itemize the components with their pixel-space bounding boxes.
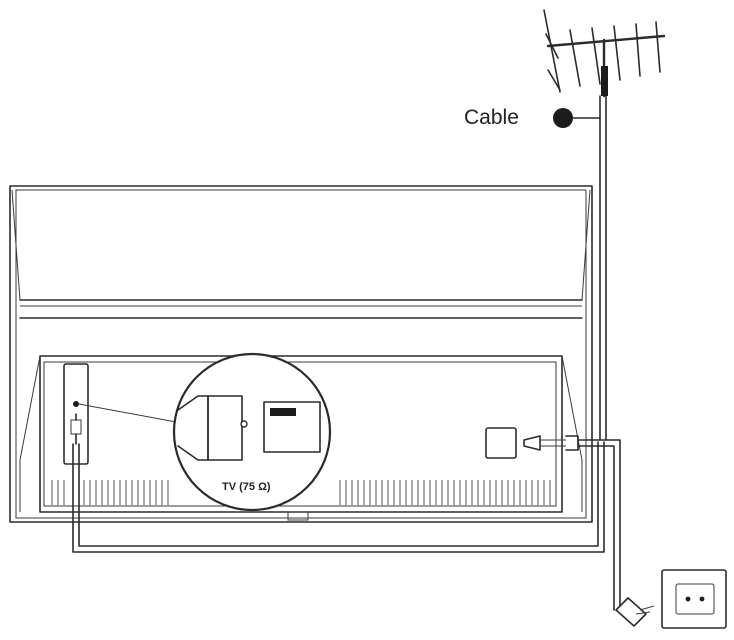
cable-label: Cable xyxy=(464,106,519,129)
magnified-port-view: TV (75 Ω) xyxy=(172,352,332,512)
wall-outlet-icon xyxy=(661,569,727,629)
coax-plug-icon xyxy=(70,413,82,445)
side-connector-panel xyxy=(63,363,89,465)
power-inlet xyxy=(485,427,579,459)
tv-back-panel xyxy=(9,185,593,523)
vent-grille xyxy=(51,480,551,505)
cable-connector xyxy=(553,108,573,128)
antenna-icon xyxy=(543,9,666,98)
antenna-port-dot xyxy=(73,401,79,407)
power-plug-icon xyxy=(615,597,655,627)
port-label: TV (75 Ω) xyxy=(222,481,271,493)
